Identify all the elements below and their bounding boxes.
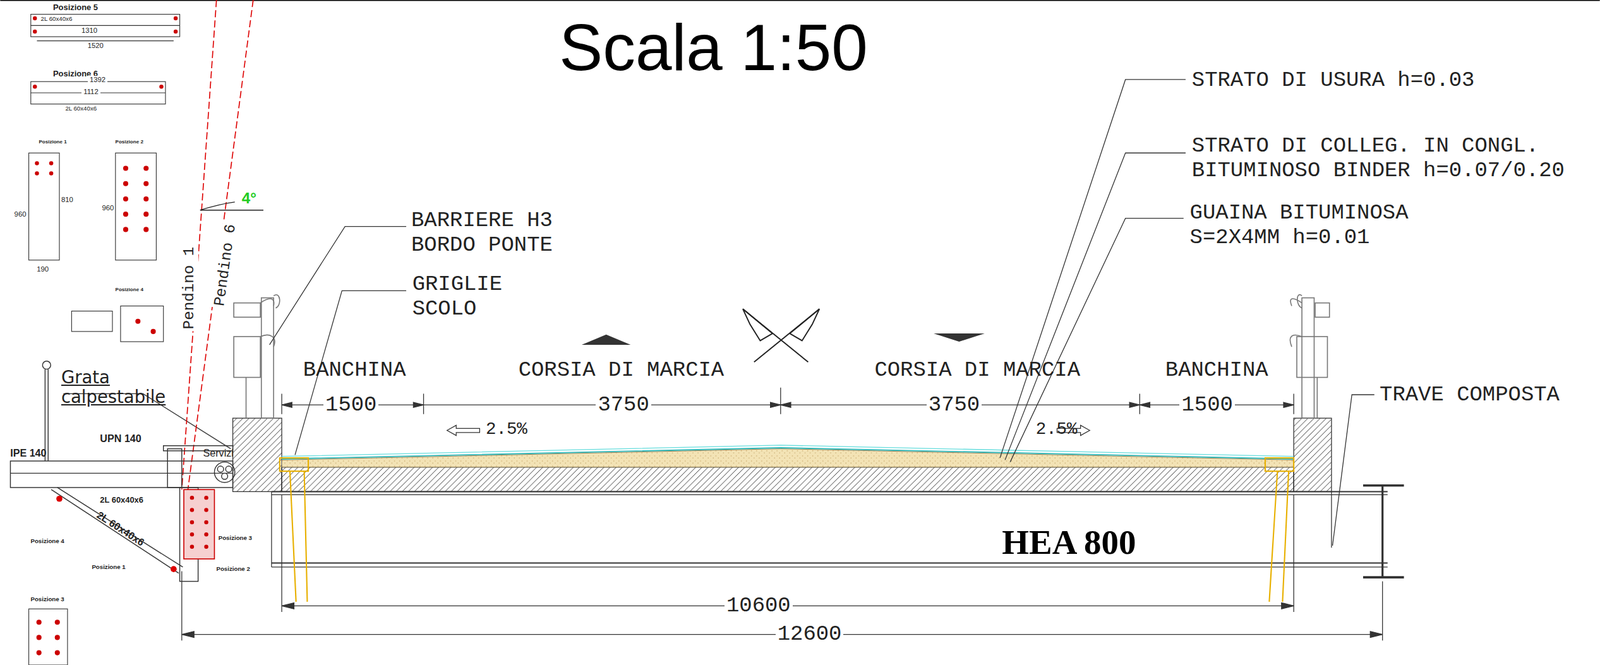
detail-title: Posizione 2	[115, 138, 144, 145]
detail-title: Posizione 4	[30, 537, 64, 545]
lane-name: BANCHINA	[303, 358, 407, 383]
dimension: 1500	[1179, 392, 1235, 418]
detail-title: Posizione 5	[53, 3, 98, 13]
dimension: 960	[102, 204, 115, 213]
profile-label: 2L 60x40x6	[65, 104, 97, 112]
callout-note: GUAINA BITUMINOSA S=2X4MM h=0.01	[1190, 200, 1422, 251]
dimension: 190	[36, 265, 49, 274]
detail-title: Posizione 4	[115, 286, 144, 293]
detail-title: Posizione 1	[38, 138, 67, 145]
dimension: 12600	[775, 622, 844, 647]
detail-title: Posizione 1	[91, 563, 126, 571]
dimension: 1112	[81, 87, 100, 97]
dimension: 1520	[85, 41, 106, 50]
dimension: 1500	[323, 392, 379, 418]
hanger-label: Pendino 1	[181, 244, 199, 331]
callout-note: TRAVE COMPOSTA	[1379, 382, 1560, 408]
callout-note: STRATO DI USURA h=0.03	[1191, 68, 1475, 93]
detail-title: Posizione 2	[216, 565, 250, 573]
profile-label: IPE 140	[10, 447, 47, 460]
dimension: 10600	[724, 593, 793, 619]
beam-label: HEA 800	[1001, 522, 1136, 563]
dimension: 3750	[926, 392, 982, 418]
drawing-title: Scala 1:50	[559, 10, 868, 86]
dimension: 960	[14, 210, 27, 219]
callout-note: STRATO DI COLLEG. IN CONGL. BITUMINOSO B…	[1191, 133, 1578, 184]
callout-note: GRIGLIE SCOLO	[412, 272, 516, 322]
detail-title: Posizione 3	[30, 595, 64, 603]
angle-label: 4°	[241, 189, 257, 208]
dimension: 3750	[595, 392, 651, 418]
lane-name: BANCHINA	[1165, 358, 1269, 383]
dimension: 1392	[87, 75, 108, 85]
lane-name: CORSIA DI MARCIA	[874, 358, 1081, 383]
slope-label: 2.5%	[485, 419, 528, 440]
slope-label: 2.5%	[1035, 419, 1078, 440]
profile-label: 2L 60x40x6	[99, 495, 144, 506]
dimension: 810	[61, 195, 74, 205]
callout-note: Servizi	[202, 447, 234, 460]
profile-label: 2L 60x40x6	[94, 509, 147, 549]
profile-label: UPN 140	[99, 432, 142, 445]
callout-note: Grata calpestabile	[61, 367, 184, 408]
callout-note: BARRIERE H3 BORDO PONTE	[411, 208, 566, 258]
hanger-label: Pendino 6	[210, 221, 241, 309]
detail-title: Posizione 3	[218, 534, 253, 542]
lane-name: CORSIA DI MARCIA	[518, 358, 725, 383]
profile-label: 2L 60x40x6	[41, 15, 73, 23]
dimension: 1310	[79, 26, 100, 35]
